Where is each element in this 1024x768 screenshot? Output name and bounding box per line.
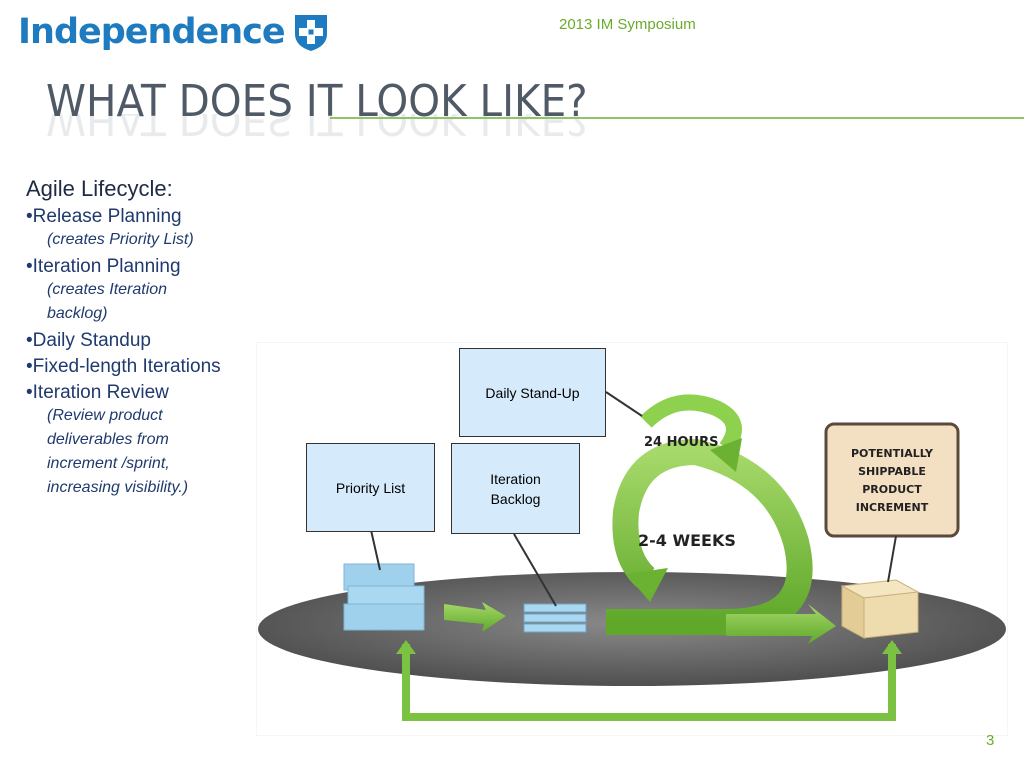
iteration-backlog-box: Iteration Backlog (451, 443, 580, 534)
output-arrow (726, 604, 836, 644)
agile-diagram: 24 HOURS 2-4 WEEKS POTENTIALLY SHIPPABLE… (255, 341, 1009, 737)
priority-list-box: Priority List (306, 443, 435, 532)
logo-text: Independence (18, 12, 286, 52)
diagram-graphic: 24 HOURS 2-4 WEEKS POTENTIALLY SHIPPABLE… (255, 341, 1009, 737)
list-item-iteration-planning: •Iteration Planning (26, 256, 181, 277)
list-note-release: (creates Priority List) (47, 231, 194, 248)
list-note-review: (Review product deliverables from increm… (47, 407, 189, 496)
priority-stack (343, 563, 425, 631)
weeks-label: 2-4 WEEKS (638, 531, 736, 550)
list-item-standup: •Daily Standup (26, 330, 151, 351)
list-item-fixed: •Fixed-length Iterations (26, 356, 221, 377)
feedback-arrow (402, 644, 896, 721)
increment-line-2: SHIPPABLE (858, 465, 926, 478)
title-divider (330, 117, 1024, 119)
product-box (840, 579, 920, 639)
lifecycle-list: Agile Lifecycle: •Release Planning (crea… (26, 176, 237, 500)
increment-line-4: INCREMENT (856, 501, 929, 514)
daily-standup-box: Daily Stand-Up (459, 348, 606, 437)
page-number: 3 (986, 732, 995, 749)
increment-line-1: POTENTIALLY (851, 447, 934, 460)
list-note-iteration-planning: (creates Iteration backlog) (47, 281, 168, 322)
increment-card: POTENTIALLY SHIPPABLE PRODUCT INCREMENT (824, 422, 960, 538)
event-label: 2013 IM Symposium (559, 16, 696, 33)
brand-logo: Independence (18, 12, 331, 52)
cross-shield-icon (294, 15, 327, 51)
iteration-backlog-label: Iteration Backlog (490, 470, 541, 507)
flow-arrow-1 (444, 602, 506, 632)
list-item-review: •Iteration Review (26, 382, 169, 403)
backlog-stack (523, 603, 587, 633)
hours-loop (640, 394, 742, 453)
increment-line-3: PRODUCT (862, 483, 922, 496)
list-item-release: •Release Planning (26, 206, 182, 227)
list-heading: Agile Lifecycle: (26, 176, 173, 201)
hours-label: 24 HOURS (644, 435, 718, 450)
